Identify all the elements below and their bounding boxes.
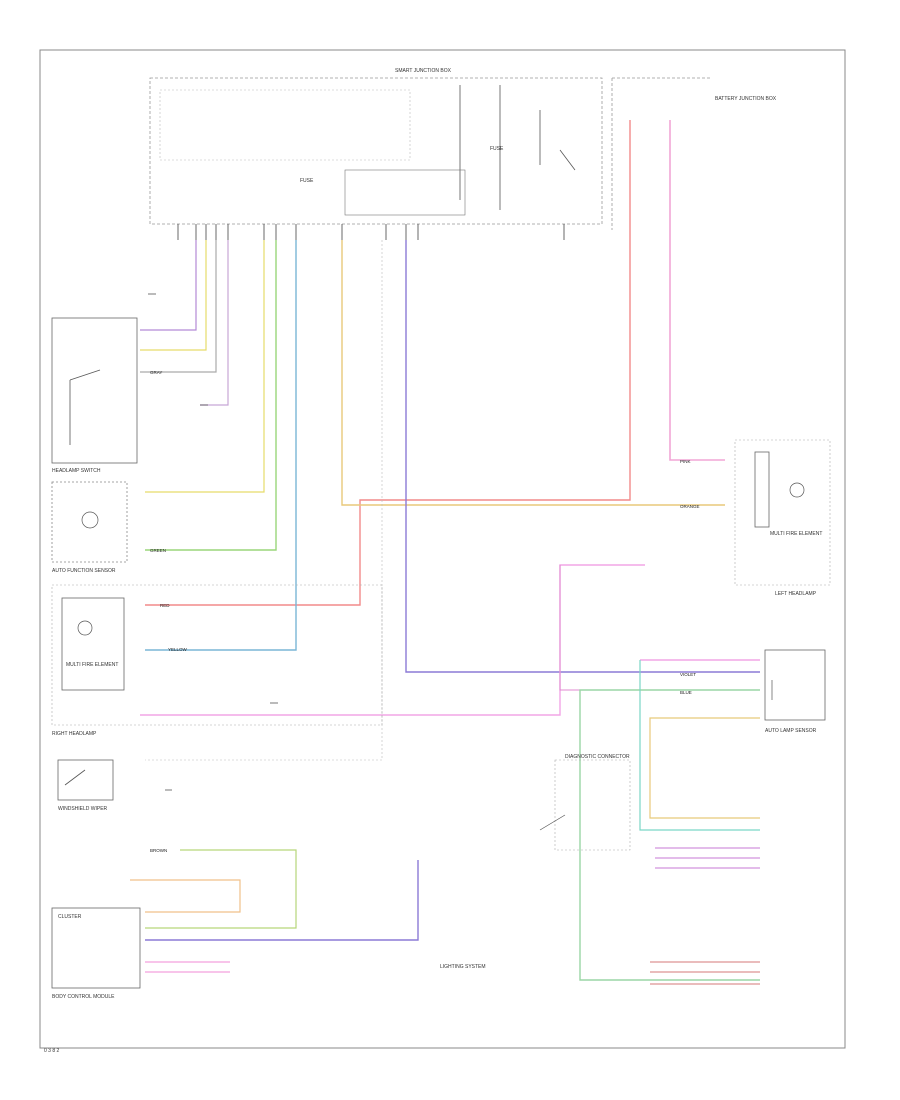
wire-yellow-switch [140,240,207,351]
wire-violet-cluster [145,860,419,941]
left-headlamp-label: LEFT HEADLAMP [775,591,817,597]
wire-orange-right [649,717,760,819]
wire-dotted-wiper [145,240,383,761]
wire-label-green: GREEN [150,548,166,553]
cluster-label: CLUSTER [58,914,82,920]
smart-junction-box: SMART JUNCTION BOX FUSE FUSE [149,68,603,225]
multi-fire-element-right-label: MULTI FIRE ELEMENT [66,662,118,668]
wire-label-orange: ORANGE [680,504,700,509]
right-headlamp: MULTI FIRE ELEMENT RIGHT HEADLAMP [51,584,383,737]
fuse-b-label: FUSE [490,146,504,152]
wire-green-cluster [145,849,297,929]
wire-violet-switch [140,240,197,331]
auto-function-sensor-label: AUTO FUNCTION SENSOR [52,568,116,574]
diagnostic-connector: DIAGNOSTIC CONNECTOR [539,754,631,851]
wire-label-pink: PINK [680,459,691,464]
wire-label-yellow: YELLOW [168,647,188,652]
battery-junction-box: BATTERY JUNCTION BOX [611,77,777,230]
wire-pink-sensor-b [559,565,641,691]
wire-yellow-sensor [145,240,265,493]
wire-red-right-headlamp [145,515,361,606]
wire-label-red: RED [160,603,170,608]
wire-gray-switch-b [200,240,229,406]
wire-bottom-right-2 [655,847,760,869]
windshield-wiper: WINDSHIELD WIPER [57,759,114,812]
wire-bottom-right-1 [650,961,760,985]
wire-label-violet: VIOLET [680,672,696,677]
windshield-wiper-label: WINDSHIELD WIPER [58,806,108,812]
diagnostic-connector-label: DIAGNOSTIC CONNECTOR [565,754,630,760]
wire-label-brown: BROWN [150,848,167,853]
multi-fire-element-left-label: MULTI FIRE ELEMENT [770,531,822,537]
wire-pink-sensor [140,564,760,716]
page-footer: 0 3 8 2 [44,1048,60,1054]
wire-label-blue: BLUE [680,690,692,695]
wire-label-gray: GRAY [150,370,162,375]
wire-violet-center [405,240,760,673]
wire-green-sensor [145,240,277,551]
body-control-module: CLUSTER BODY CONTROL MODULE [51,907,141,1000]
wire-multi-cluster [145,961,230,973]
smart-junction-box-label: SMART JUNCTION BOX [395,68,452,74]
fuse-a-label: FUSE [300,178,314,184]
wire-blue-right-headlamp [145,240,297,651]
auto-lamp-sensor: AUTO LAMP SENSOR [764,649,826,734]
ground-symbols [148,293,278,791]
wire-orange-cluster [130,879,241,913]
lighting-system-label: LIGHTING SYSTEM [440,964,486,970]
wire-teal-right [639,660,760,831]
right-headlamp-label: RIGHT HEADLAMP [52,731,97,737]
left-headlamp: MULTI FIRE ELEMENT LEFT HEADLAMP [734,439,831,597]
auto-function-sensor: AUTO FUNCTION SENSOR [51,481,128,574]
wire-red-battery-feed [359,120,631,515]
auto-lamp-sensor-label: AUTO LAMP SENSOR [765,728,817,734]
wire-green-right [579,689,760,981]
body-control-module-label: BODY CONTROL MODULE [52,994,115,1000]
wire-pink-left-headlamp [669,120,725,461]
connector-pins [177,224,565,240]
wire-gray-switch [140,240,217,373]
battery-junction-box-label: BATTERY JUNCTION BOX [715,96,777,102]
headlamp-switch-label: HEADLAMP SWITCH [52,468,101,474]
headlamp-switch: HEADLAMP SWITCH [51,317,138,474]
diagram-frame [39,49,846,1049]
wire-orange-left-headlamp [341,240,725,506]
